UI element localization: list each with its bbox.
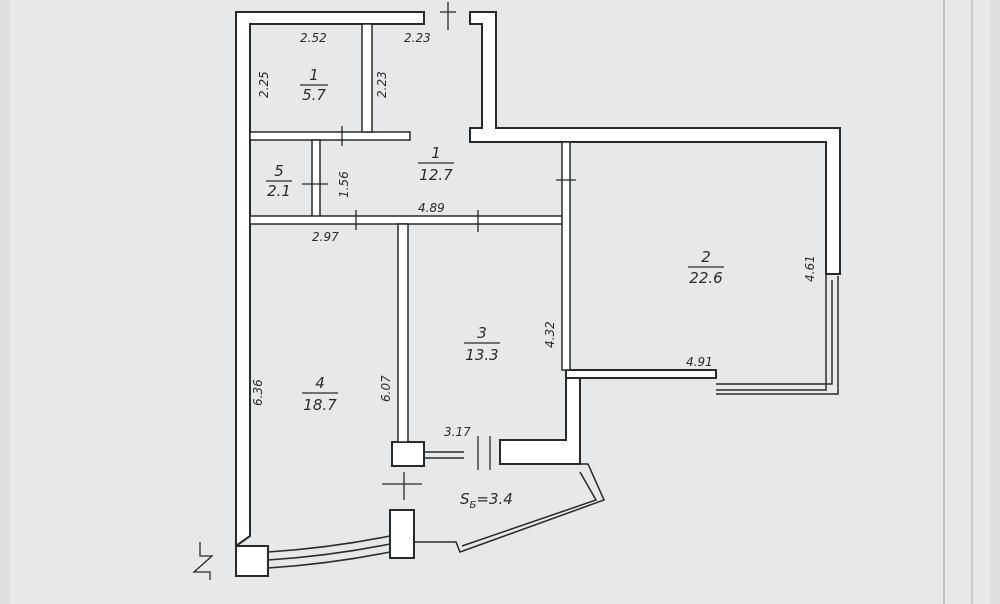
room-1-number: 1 [431, 144, 441, 162]
room-2-label: 2 22.6 [688, 248, 724, 287]
dim-2-23-top: 2.23 [404, 31, 431, 45]
dim-3-17: 3.17 [444, 425, 471, 439]
room-6-number: 1 [309, 66, 319, 84]
room-2-area: 22.6 [689, 269, 722, 287]
room-3-number: 3 [477, 324, 487, 342]
room-5-label: 5 2.1 [266, 162, 292, 200]
room-1-label: 1 12.7 [418, 144, 454, 184]
balcony-area-value: =3.4 [476, 490, 512, 508]
dim-6-36: 6.36 [251, 379, 265, 406]
dim-4-32: 4.32 [543, 321, 557, 348]
room-4-area: 18.7 [303, 396, 337, 414]
interior-walls [249, 23, 571, 443]
room-6-area: 5.7 [302, 86, 326, 104]
dim-2-23-side: 2.23 [375, 71, 389, 98]
door-ticks [192, 2, 576, 580]
room-5-area: 2.1 [267, 182, 291, 200]
room-3-label: 3 13.3 [464, 324, 500, 364]
dim-6-07: 6.07 [379, 375, 393, 402]
exterior-walls [235, 11, 841, 577]
dimension-labels: 2.52 2.23 2.25 2.23 1.56 4.89 2.97 4.61 … [251, 31, 817, 439]
room-4-label: 4 18.7 [302, 374, 338, 414]
dim-2-25: 2.25 [257, 71, 271, 98]
dim-4-89: 4.89 [418, 201, 445, 215]
room-3-area: 13.3 [465, 346, 498, 364]
paper-sheet [10, 0, 990, 604]
room-2-number: 2 [701, 248, 711, 266]
room-6-label: 1 5.7 [300, 66, 328, 104]
dim-4-91: 4.91 [686, 355, 713, 369]
room-4-number: 4 [315, 374, 325, 392]
balcony-area-prefix: S [460, 490, 470, 508]
balcony-outline [414, 463, 606, 553]
balcony-area-subscript: Б [470, 500, 477, 511]
room-5-number: 5 [274, 162, 284, 180]
balcony-inner-outline [461, 471, 598, 547]
balcony-area-label: SБ=3.4 [460, 490, 513, 511]
windows [267, 274, 839, 569]
dim-2-52: 2.52 [300, 31, 327, 45]
room-1-area: 12.7 [419, 166, 453, 184]
dim-1-56: 1.56 [337, 171, 351, 198]
dim-4-61: 4.61 [803, 255, 817, 282]
dim-2-97: 2.97 [312, 230, 339, 244]
